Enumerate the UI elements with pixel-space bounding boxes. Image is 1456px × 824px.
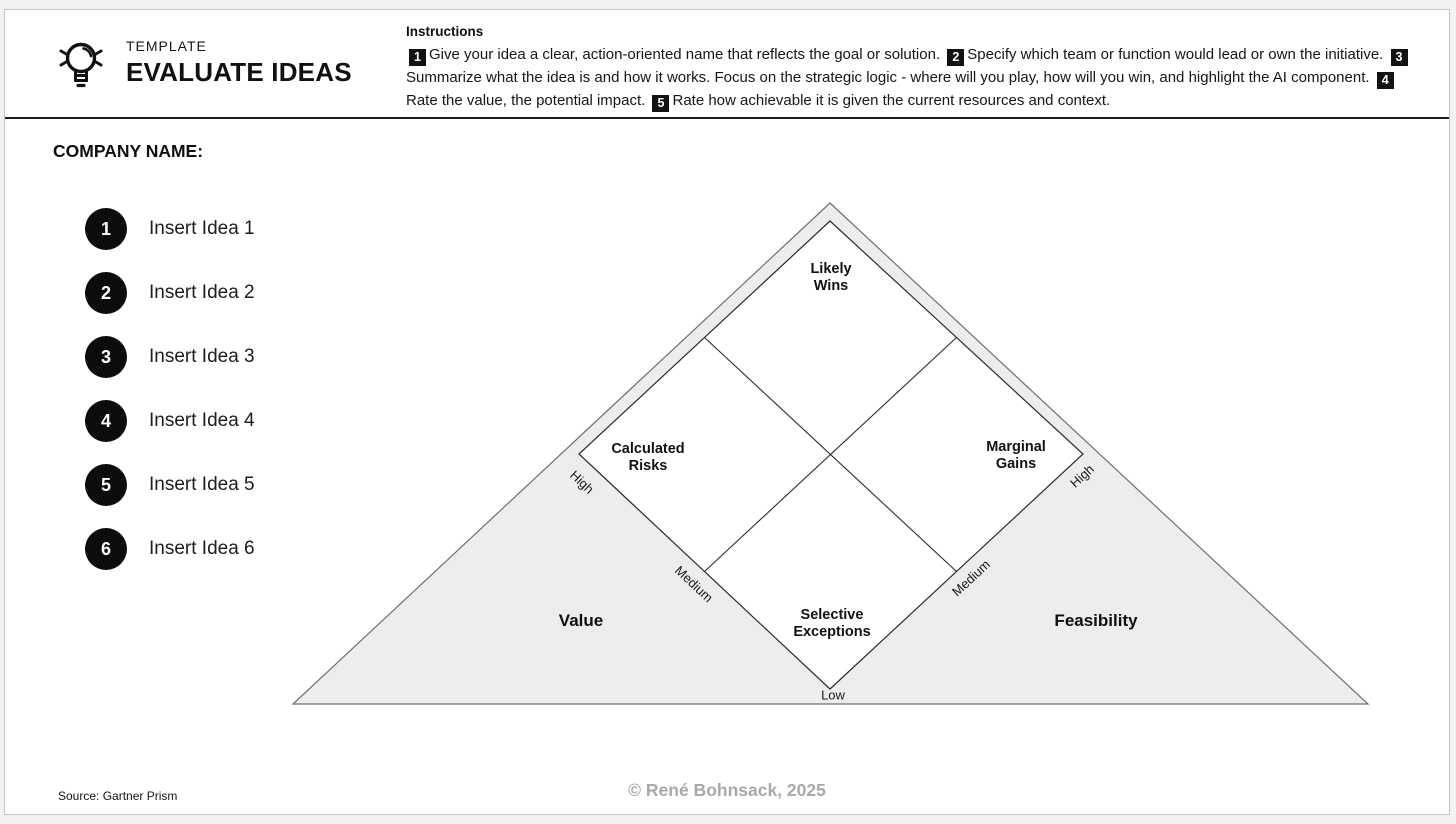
- feasibility-axis-label: Feasibility: [1054, 611, 1138, 630]
- idea-label-5[interactable]: Insert Idea 5: [149, 474, 255, 495]
- idea-marker-1[interactable]: 1: [85, 208, 127, 250]
- lightbulb-icon: [57, 38, 105, 92]
- quadrant-calculated-risks: Calculated Risks: [611, 440, 685, 474]
- step-5-text: Rate how achievable it is given the curr…: [672, 92, 1111, 109]
- idea-marker-6[interactable]: 6: [85, 528, 127, 570]
- instructions-heading: Instructions: [406, 24, 484, 39]
- step-1-text: Give your idea a clear, action-oriented …: [429, 46, 941, 63]
- step-1-badge: 1: [409, 49, 426, 66]
- source-note: Source: Gartner Prism: [58, 789, 178, 803]
- idea-label-6[interactable]: Insert Idea 6: [149, 538, 255, 559]
- idea-row-6: 6 Insert Idea 6: [85, 528, 255, 570]
- brand-block: TEMPLATE EVALUATE IDEAS: [126, 38, 352, 88]
- idea-row-4: 4 Insert Idea 4: [85, 400, 255, 442]
- step-3-text: Summarize what the idea is and how it wo…: [406, 69, 1370, 86]
- template-kicker: TEMPLATE: [126, 38, 207, 54]
- idea-row-3: 3 Insert Idea 3: [85, 336, 255, 378]
- value-axis-label: Value: [558, 611, 604, 630]
- idea-label-2[interactable]: Insert Idea 2: [149, 282, 255, 303]
- step-2-badge: 2: [947, 49, 965, 66]
- idea-list: 1 Insert Idea 1 2 Insert Idea 2 3 Insert…: [85, 208, 255, 570]
- step-5-badge: 5: [652, 95, 670, 112]
- quadrant-marginal-gains: Marginal Gains: [986, 438, 1046, 472]
- quadrant-divider-line: [704, 337, 957, 572]
- step-4-badge: 4: [1376, 72, 1394, 89]
- step-4-text: Rate the value, the potential impact.: [406, 92, 646, 109]
- quadrant-selective-exceptions: Selective Exceptions: [793, 606, 871, 640]
- idea-marker-5[interactable]: 5: [85, 464, 127, 506]
- idea-marker-3[interactable]: 3: [85, 336, 127, 378]
- step-3-badge: 3: [1390, 49, 1408, 66]
- shared-low-tick: Low: [821, 687, 845, 703]
- copyright-note: © René Bohnsack, 2025: [628, 780, 826, 800]
- idea-marker-4[interactable]: 4: [85, 400, 127, 442]
- step-2-text: Specify which team or function would lea…: [967, 46, 1384, 63]
- idea-label-1[interactable]: Insert Idea 1: [149, 218, 255, 239]
- idea-row-1: 1 Insert Idea 1: [85, 208, 255, 250]
- idea-label-3[interactable]: Insert Idea 3: [149, 346, 255, 367]
- idea-label-4[interactable]: Insert Idea 4: [149, 410, 255, 431]
- prism-diagram: [291, 202, 1370, 705]
- idea-row-5: 5 Insert Idea 5: [85, 464, 255, 506]
- page-title: EVALUATE IDEAS: [126, 57, 352, 87]
- quadrant-likely-wins: Likely Wins: [810, 260, 852, 294]
- idea-marker-2[interactable]: 2: [85, 272, 127, 314]
- idea-row-2: 2 Insert Idea 2: [85, 272, 255, 314]
- company-name-label: COMPANY NAME:: [53, 141, 204, 161]
